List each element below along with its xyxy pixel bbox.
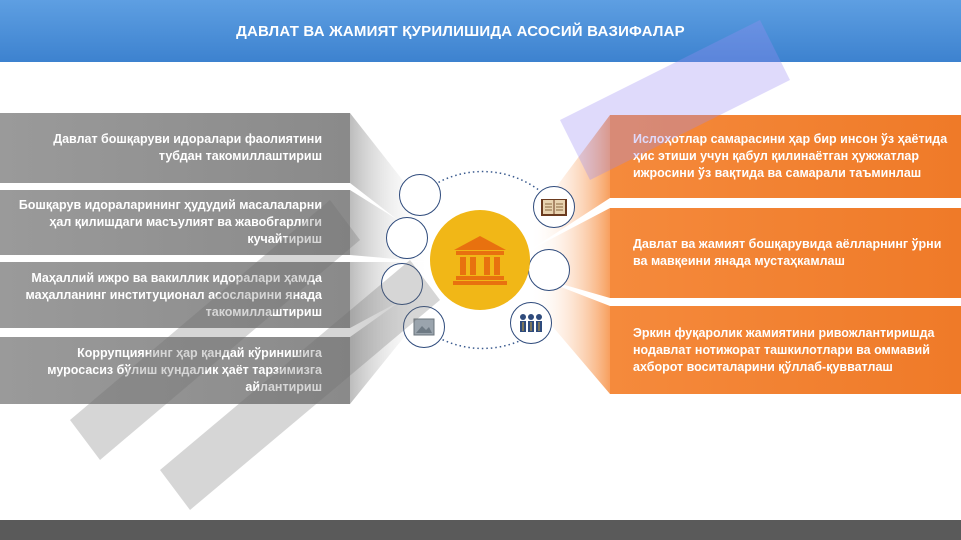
- left-task-panel: Маҳаллий ижро ва вакиллик идоралари ҳамд…: [0, 262, 350, 328]
- government-building-icon: [453, 236, 507, 285]
- left-task-text: Маҳаллий ижро ва вакиллик идоралари ҳамд…: [25, 270, 322, 319]
- right-task-panel: Ислоҳотлар самарасини ҳар бир инсон ўз ҳ…: [610, 115, 961, 198]
- open-book-icon: [541, 199, 567, 216]
- node-circle: [528, 249, 570, 291]
- header-bar: ДАВЛАТ ВА ЖАМИЯТ ҚУРИЛИШИДА АСОСИЙ ВАЗИФ…: [0, 0, 961, 62]
- node-circle: [403, 306, 445, 348]
- right-task-panel: Давлат ва жамият бошқарувида аёлларнинг …: [610, 208, 961, 298]
- left-task-text: Коррупциянинг ҳар қандай кўринишига муро…: [47, 346, 322, 394]
- node-circle: [381, 263, 423, 305]
- left-task-panel: Коррупциянинг ҳар қандай кўринишига муро…: [0, 337, 350, 404]
- left-task-panel: Давлат бошқаруви идоралари фаолиятини ту…: [0, 113, 350, 183]
- right-connector-wedge: [530, 115, 610, 250]
- node-circle: [386, 217, 428, 259]
- left-task-text: Давлат бошқаруви идоралари фаолиятини ту…: [53, 132, 322, 163]
- node-circle: [510, 302, 552, 344]
- right-task-text: Давлат ва жамият бошқарувида аёлларнинг …: [633, 237, 942, 268]
- people-group-icon: [520, 314, 542, 332]
- node-circle: [533, 186, 575, 228]
- picture-icon: [413, 318, 435, 336]
- right-task-text: Эркин фуқаролик жамиятини ривожлантиришд…: [633, 325, 935, 374]
- node-circle: [399, 174, 441, 216]
- right-task-panel: Эркин фуқаролик жамиятини ривожлантиришд…: [610, 306, 961, 394]
- left-task-text: Бошқарув идораларининг ҳудудий масалалар…: [18, 198, 322, 246]
- footer-bar: [0, 520, 961, 540]
- page-title: ДАВЛАТ ВА ЖАМИЯТ ҚУРИЛИШИДА АСОСИЙ ВАЗИФ…: [236, 22, 685, 40]
- left-task-panel: Бошқарув идораларининг ҳудудий масалалар…: [0, 190, 350, 255]
- right-task-text: Ислоҳотлар самарасини ҳар бир инсон ўз ҳ…: [633, 132, 948, 180]
- center-circle: [430, 210, 530, 310]
